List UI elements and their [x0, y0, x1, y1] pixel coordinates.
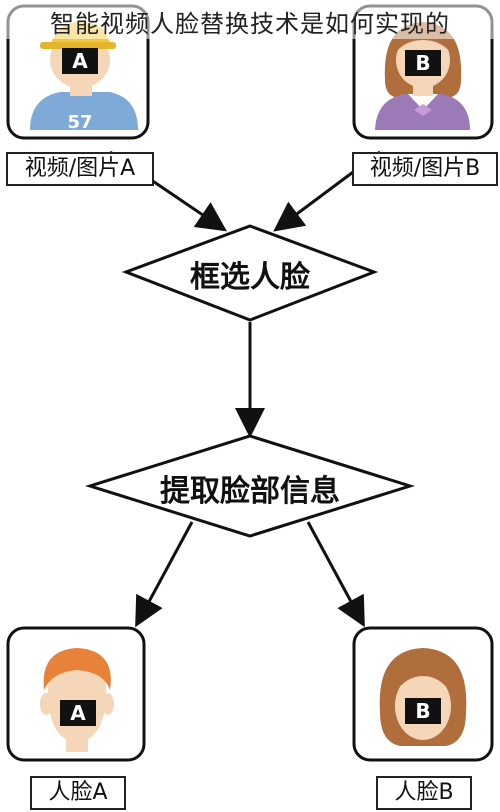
- shirt-shape: [30, 92, 138, 130]
- source-a-label: 视频/图片A: [6, 152, 154, 186]
- source-b-label: 视频/图片B: [352, 152, 498, 186]
- face-badge-b: [405, 698, 441, 724]
- face-badge-b-text: B: [415, 699, 430, 723]
- step1-diamond: [121, 224, 379, 322]
- badge-a: [62, 48, 98, 74]
- face-badge-a: [60, 700, 96, 726]
- face-a-label: 人脸A: [30, 776, 126, 810]
- badge-a-text: A: [72, 49, 88, 73]
- badge-b: [405, 50, 441, 76]
- step1-label: 框选人脸: [190, 260, 310, 295]
- arrow-step2-to-face-b: [306, 521, 365, 628]
- page-title: 智能视频人脸替换技术是如何实现的: [0, 4, 500, 39]
- jersey-number: 57: [67, 112, 92, 133]
- face-b-image: B: [352, 626, 494, 762]
- face-a-image: A: [6, 626, 146, 762]
- step2-label: 提取脸部信息: [160, 474, 340, 509]
- face-badge-a-text: A: [70, 701, 86, 725]
- badge-b-text: B: [415, 51, 430, 75]
- step2-diamond: [84, 434, 416, 538]
- face-b-label: 人脸B: [376, 776, 472, 810]
- arrow-step2-to-face-a: [135, 521, 194, 628]
